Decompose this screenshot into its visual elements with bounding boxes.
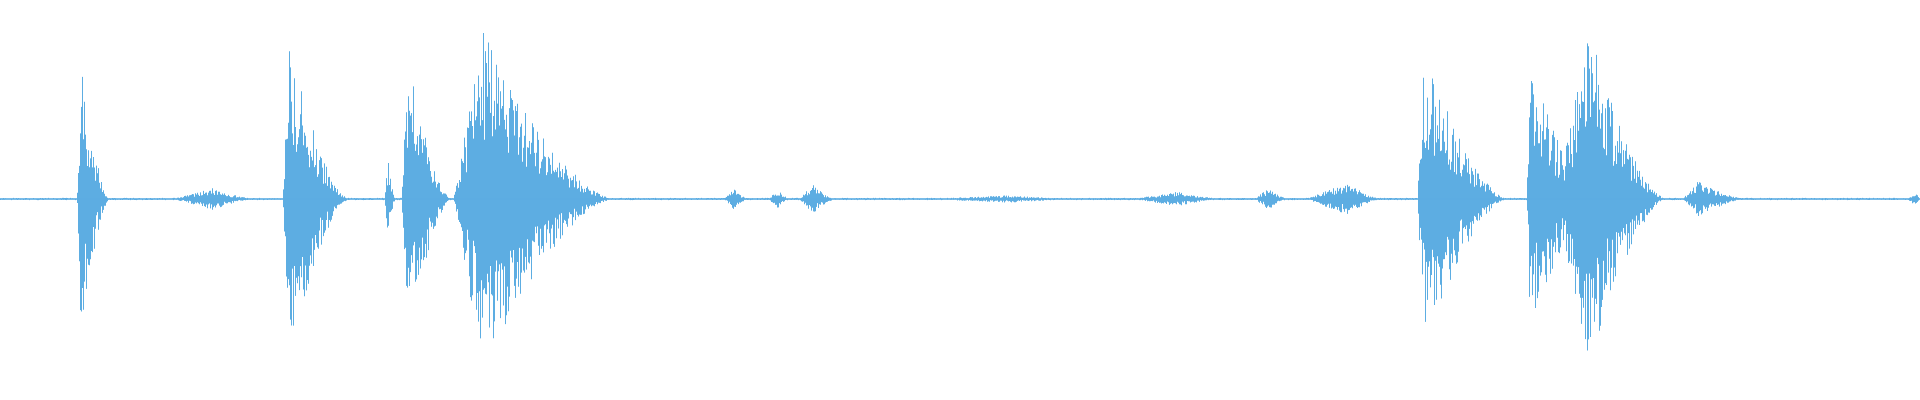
waveform-amplitude-lines — [0, 33, 1920, 351]
